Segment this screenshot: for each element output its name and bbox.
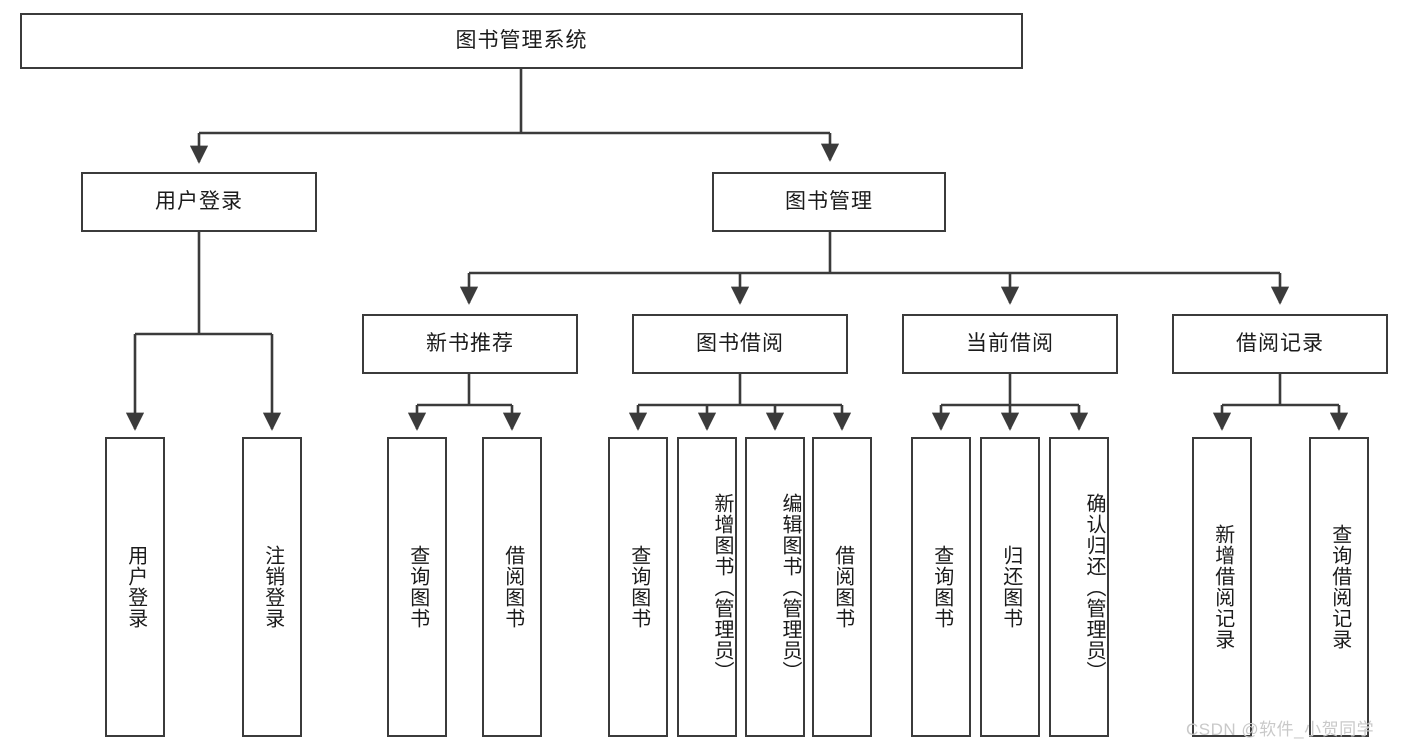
node-label: 查询图书 [930,545,953,629]
leaf-edit-book-admin[interactable]: 编辑图书（管理员） [745,437,805,737]
node-label: 图书借阅 [696,332,784,356]
node-root-system[interactable]: 图书管理系统 [20,13,1023,69]
node-label: 新增借阅记录 [1211,524,1234,650]
leaf-user-login[interactable]: 用户登录 [105,437,165,737]
node-label: 查询图书 [627,545,650,629]
watermark-credit: CSDN @软件_小贺同学 [1186,720,1375,739]
node-label: 新增图书（管理员） [711,492,733,682]
node-label: 借阅图书 [501,545,524,629]
node-user-login[interactable]: 用户登录 [81,172,317,232]
leaf-query-book-current[interactable]: 查询图书 [911,437,971,737]
node-label: 用户登录 [124,545,147,629]
node-label: 当前借阅 [966,332,1054,356]
node-book-management[interactable]: 图书管理 [712,172,946,232]
node-label: 图书管理 [785,190,873,214]
node-label: 查询图书 [406,545,429,629]
node-book-borrow[interactable]: 图书借阅 [632,314,848,374]
leaf-query-book-borrow[interactable]: 查询图书 [608,437,668,737]
node-label: 编辑图书（管理员） [779,492,801,682]
node-label: 查询借阅记录 [1328,524,1351,650]
leaf-borrow-book[interactable]: 借阅图书 [812,437,872,737]
leaf-confirm-return-admin[interactable]: 确认归还（管理员） [1049,437,1109,737]
node-new-book-recommend[interactable]: 新书推荐 [362,314,578,374]
leaf-borrow-book-recommend[interactable]: 借阅图书 [482,437,542,737]
leaf-query-book-recommend[interactable]: 查询图书 [387,437,447,737]
node-borrow-records[interactable]: 借阅记录 [1172,314,1388,374]
leaf-add-borrow-record[interactable]: 新增借阅记录 [1192,437,1252,737]
node-label: 图书管理系统 [455,29,588,53]
node-label: 用户登录 [155,190,243,214]
leaf-user-logout[interactable]: 注销登录 [242,437,302,737]
node-label: 新书推荐 [426,332,514,356]
node-label: 借阅记录 [1236,332,1324,356]
node-current-borrow[interactable]: 当前借阅 [902,314,1118,374]
node-label: 确认归还（管理员） [1083,492,1105,682]
node-label: 注销登录 [261,545,284,629]
leaf-query-borrow-record[interactable]: 查询借阅记录 [1309,437,1369,737]
leaf-add-book-admin[interactable]: 新增图书（管理员） [677,437,737,737]
node-label: 归还图书 [999,545,1022,629]
node-label: 借阅图书 [831,545,854,629]
leaf-return-book[interactable]: 归还图书 [980,437,1040,737]
